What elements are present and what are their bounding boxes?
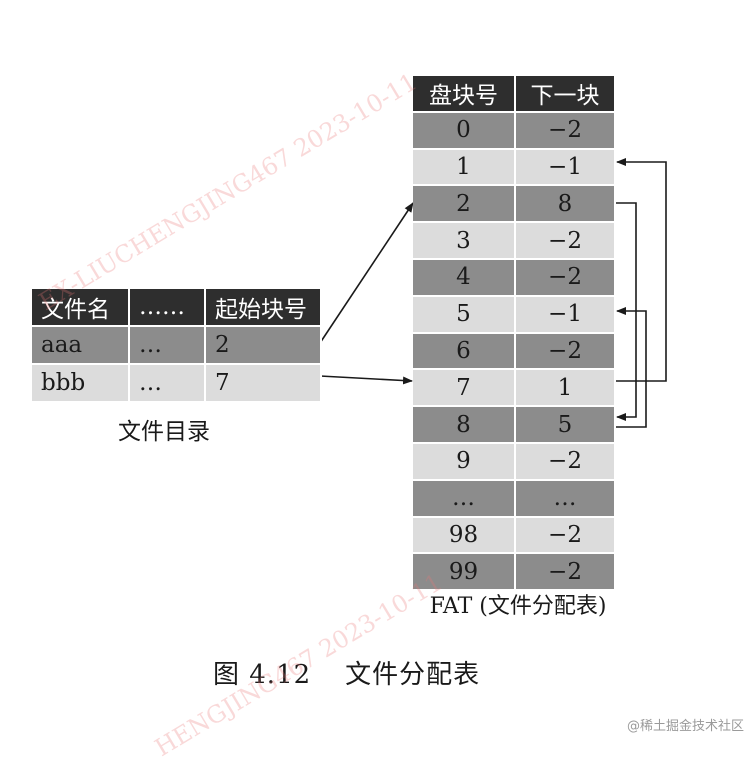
credit-text: @稀土掘金技术社区 xyxy=(626,719,744,734)
cell-block-number: 4 xyxy=(413,258,516,297)
fat-row: 4−2 xyxy=(413,258,616,297)
fat-row: 99−2 xyxy=(413,553,616,592)
cell-block-number: 99 xyxy=(413,553,516,592)
arrow-bbb-to-block-7 xyxy=(319,375,413,385)
directory-row: bbb … 7 xyxy=(32,364,322,403)
cell-start-block: 2 xyxy=(205,326,322,365)
cell-next-block: −2 xyxy=(515,222,616,260)
cell-next-block: −2 xyxy=(515,516,616,555)
cell-block-number: 0 xyxy=(413,111,516,150)
cell-ellipsis: … xyxy=(129,326,206,365)
fat-caption: FAT (文件分配表) xyxy=(429,594,607,619)
cell-next-block: 5 xyxy=(515,406,616,444)
cell-next-block: 8 xyxy=(515,185,616,224)
header-ellipsis: …… xyxy=(129,289,206,327)
cell-next-block: 1 xyxy=(515,369,616,408)
chain-arrows xyxy=(319,158,667,428)
cell-block-number: 7 xyxy=(413,369,516,408)
arrow-block-8-to-5 xyxy=(615,307,647,428)
fat-row: 0−2 xyxy=(413,111,616,150)
directory-header-row: 文件名 …… 起始块号 xyxy=(32,289,322,327)
fat-row: 5−1 xyxy=(413,295,616,334)
fat-row: …… xyxy=(413,479,616,518)
cell-next-block: −2 xyxy=(515,442,616,481)
arrow-aaa-to-block-2 xyxy=(319,202,414,344)
arrow-block-7-to-1 xyxy=(615,158,667,382)
figure-caption: 图 4.12 文件分配表 xyxy=(213,654,480,691)
cell-ellipsis: … xyxy=(129,364,206,403)
cell-next-block: −2 xyxy=(515,332,616,371)
cell-block-number: 8 xyxy=(413,406,516,444)
cell-next-block: … xyxy=(515,479,616,518)
directory-row: aaa … 2 xyxy=(32,326,322,365)
figure-number: 图 4.12 xyxy=(213,660,312,690)
fat-row: 6−2 xyxy=(413,332,616,371)
directory-caption: 文件目录 xyxy=(118,419,210,445)
cell-next-block: −2 xyxy=(515,553,616,592)
fat-row: 98−2 xyxy=(413,516,616,555)
header-block-number: 盘块号 xyxy=(413,76,516,113)
cell-block-number: 6 xyxy=(413,332,516,371)
fat-header-row: 盘块号 下一块 xyxy=(413,76,616,113)
cell-block-number: 1 xyxy=(413,148,516,187)
cell-block-number: 9 xyxy=(413,442,516,481)
cell-next-block: −2 xyxy=(515,258,616,297)
cell-next-block: −2 xyxy=(515,111,616,150)
cell-block-number: 3 xyxy=(413,222,516,260)
header-filename: 文件名 xyxy=(32,289,130,327)
header-next-block: 下一块 xyxy=(515,76,616,113)
arrow-block-2-to-8 xyxy=(615,202,637,421)
fat-row: 3−2 xyxy=(413,222,616,260)
header-start-block: 起始块号 xyxy=(205,289,322,327)
figure-title: 文件分配表 xyxy=(345,660,481,690)
cell-next-block: −1 xyxy=(515,295,616,334)
cell-block-number: 98 xyxy=(413,516,516,555)
cell-filename: bbb xyxy=(32,364,130,403)
file-directory-table: 文件名 …… 起始块号 aaa … 2 bbb … 7 xyxy=(32,289,322,403)
cell-start-block: 7 xyxy=(205,364,322,403)
cell-block-number: 2 xyxy=(413,185,516,224)
fat-row: 1−1 xyxy=(413,148,616,187)
fat-row: 9−2 xyxy=(413,442,616,481)
cell-filename: aaa xyxy=(32,326,130,365)
cell-block-number: 5 xyxy=(413,295,516,334)
cell-next-block: −1 xyxy=(515,148,616,187)
cell-block-number: … xyxy=(413,479,516,518)
